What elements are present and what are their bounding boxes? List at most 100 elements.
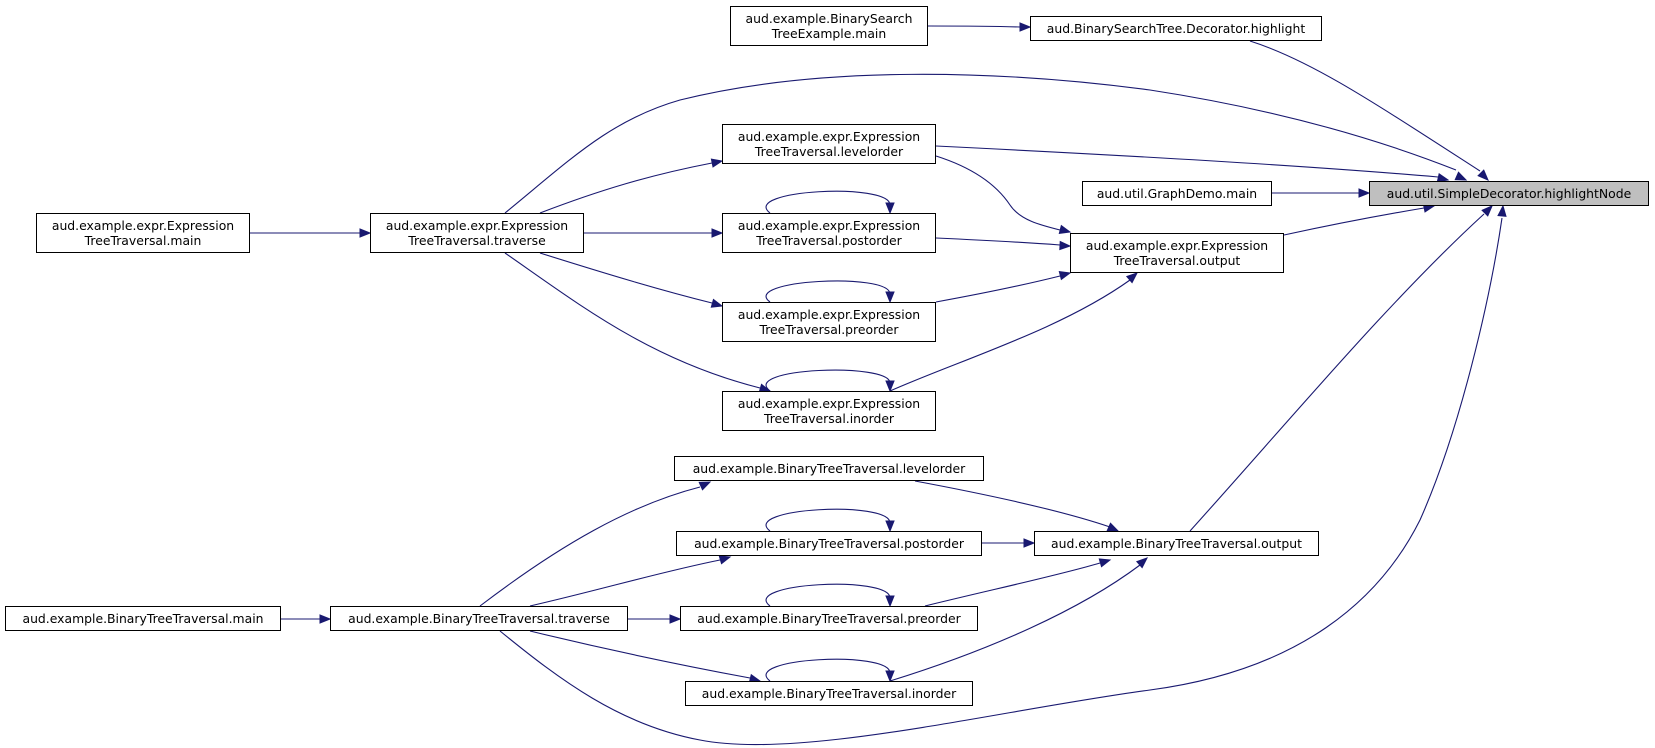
node-btt-traverse[interactable]: aud.example.BinaryTreeTraversal.traverse xyxy=(330,606,628,631)
edge-line xyxy=(935,237,1061,246)
edge-arrowhead xyxy=(1059,240,1072,251)
node-btt-inorder[interactable]: aud.example.BinaryTreeTraversal.inorder xyxy=(685,681,973,706)
edge-line xyxy=(529,559,721,607)
edge-line xyxy=(1283,207,1425,236)
edge-btt_traverse-to-btt_inorder xyxy=(529,630,762,684)
node-label-line: TreeTraversal.main xyxy=(84,233,202,248)
node-btt-preorder[interactable]: aud.example.BinaryTreeTraversal.preorder xyxy=(680,606,978,631)
edge-arrowhead xyxy=(1098,558,1112,568)
edge-arrowhead xyxy=(718,555,732,565)
edge-line xyxy=(765,190,891,214)
edge-arrowhead xyxy=(1477,169,1489,181)
edge-arrowhead xyxy=(885,595,895,608)
node-binary-search-tree-example-main[interactable]: aud.example.BinarySearch TreeExample.mai… xyxy=(730,6,928,46)
node-label-line: aud.util.SimpleDecorator.highlightNode xyxy=(1386,186,1632,201)
node-btt-levelorder[interactable]: aud.example.BinaryTreeTraversal.levelord… xyxy=(674,456,984,481)
edge-line xyxy=(765,280,891,303)
node-label-line: TreeExample.main xyxy=(771,26,887,41)
node-label-line: TreeTraversal.postorder xyxy=(756,233,902,248)
node-label-line: aud.example.BinaryTreeTraversal.preorder xyxy=(697,611,961,626)
edge-expr_levelorder-to-expr_output xyxy=(935,155,1072,234)
edge-line xyxy=(924,562,1101,607)
edge-line xyxy=(1249,40,1481,172)
node-btt-output[interactable]: aud.example.BinaryTreeTraversal.output xyxy=(1034,531,1319,556)
node-expr-inorder[interactable]: aud.example.expr.Expression TreeTraversa… xyxy=(722,391,936,431)
edge-arrowhead xyxy=(669,614,682,624)
edge-line xyxy=(504,73,1457,214)
node-expr-postorder[interactable]: aud.example.expr.Expression TreeTraversa… xyxy=(722,213,936,253)
edge-expr_output-to-highlightNode xyxy=(1283,203,1436,236)
node-graph-demo-main[interactable]: aud.util.GraphDemo.main xyxy=(1082,181,1272,206)
edge-line xyxy=(479,486,701,607)
node-simple-decorator-highlight-node[interactable]: aud.util.SimpleDecorator.highlightNode xyxy=(1369,181,1649,206)
edge-line xyxy=(765,658,891,682)
edge-expr_traverse-to-highlightNode xyxy=(504,73,1468,214)
node-expr-preorder[interactable]: aud.example.expr.Expression TreeTraversa… xyxy=(722,302,936,342)
edge-btt_traverse-to-btt_postorder xyxy=(529,555,732,607)
node-label-line: aud.example.expr.Expression xyxy=(737,129,921,144)
edge-arrowhead xyxy=(1481,205,1493,217)
edge-bst_example_main-to-bst_highlight xyxy=(927,22,1032,32)
edge-expr_postorder-to-expr_output xyxy=(935,237,1072,251)
edge-arrowhead xyxy=(885,202,895,215)
edge-arrowhead xyxy=(698,481,712,491)
node-expr-output[interactable]: aud.example.expr.Expression TreeTraversa… xyxy=(1070,233,1284,273)
edge-arrowhead xyxy=(710,298,724,308)
node-expr-levelorder[interactable]: aud.example.expr.Expression TreeTraversa… xyxy=(722,124,936,164)
edge-arrowhead xyxy=(319,614,332,624)
edge-arrowhead xyxy=(1358,188,1371,198)
edge-expr_postorder-to-expr_postorder xyxy=(765,190,895,215)
node-bst-decorator-highlight[interactable]: aud.BinarySearchTree.Decorator.highlight xyxy=(1030,16,1322,41)
edge-expr_main-to-expr_traverse xyxy=(250,228,372,238)
edge-expr_levelorder-to-highlightNode xyxy=(935,145,1450,183)
node-label-line: aud.example.expr.Expression xyxy=(385,218,569,233)
node-label-line: TreeTraversal.traverse xyxy=(408,233,546,248)
edge-arrowhead xyxy=(1436,173,1450,183)
node-label-line: aud.example.BinaryTreeTraversal.traverse xyxy=(348,611,610,626)
edge-btt_inorder-to-btt_inorder xyxy=(765,658,895,683)
node-expr-main[interactable]: aud.example.expr.Expression TreeTraversa… xyxy=(36,213,250,253)
edge-btt_levelorder-to-btt_output xyxy=(914,480,1120,532)
edge-arrowhead xyxy=(1023,538,1036,548)
edge-arrowhead xyxy=(1058,224,1072,234)
edge-expr_preorder-to-expr_preorder xyxy=(765,280,895,304)
node-label-line: aud.example.expr.Expression xyxy=(737,396,921,411)
edge-btt_preorder-to-btt_output xyxy=(924,558,1112,607)
edge-expr_traverse-to-expr_levelorder xyxy=(539,158,724,214)
edge-arrowhead xyxy=(1058,271,1072,281)
edge-line xyxy=(889,564,1141,682)
edge-expr_traverse-to-expr_postorder xyxy=(584,228,724,238)
edge-line xyxy=(889,279,1131,392)
edge-arrowhead xyxy=(1019,22,1032,32)
node-btt-postorder[interactable]: aud.example.BinaryTreeTraversal.postorde… xyxy=(676,531,982,556)
node-label-line: aud.example.expr.Expression xyxy=(51,218,235,233)
node-expr-traverse[interactable]: aud.example.expr.Expression TreeTraversa… xyxy=(370,213,584,253)
edge-line xyxy=(765,369,891,392)
node-label-line: aud.util.GraphDemo.main xyxy=(1096,186,1258,201)
edge-arrowhead xyxy=(885,380,895,393)
edge-line xyxy=(504,252,761,389)
edge-arrowhead xyxy=(885,291,895,304)
node-btt-main[interactable]: aud.example.BinaryTreeTraversal.main xyxy=(5,606,281,631)
edge-graphdemo_main-to-highlightNode xyxy=(1272,188,1371,198)
edge-line xyxy=(529,630,751,679)
edge-line xyxy=(765,508,891,532)
edge-arrowhead xyxy=(1125,272,1139,284)
edge-arrowhead xyxy=(885,670,895,683)
edge-expr_inorder-to-expr_output xyxy=(889,272,1139,392)
edge-line xyxy=(765,583,891,607)
edge-btt_postorder-to-btt_postorder xyxy=(765,508,895,533)
node-label-line: aud.example.BinaryTreeTraversal.levelord… xyxy=(692,461,966,476)
node-label-line: aud.example.expr.Expression xyxy=(737,307,921,322)
edge-line xyxy=(1189,213,1485,532)
edge-line xyxy=(539,252,713,304)
edge-expr_traverse-to-expr_preorder xyxy=(539,252,724,308)
node-label-line: TreeTraversal.inorder xyxy=(763,411,895,426)
edge-bst_highlight-to-highlightNode xyxy=(1249,40,1489,181)
edge-btt_inorder-to-btt_output xyxy=(889,557,1149,682)
edge-line xyxy=(539,162,713,214)
node-label-line: aud.example.BinaryTreeTraversal.main xyxy=(22,611,264,626)
edge-btt_preorder-to-btt_preorder xyxy=(765,583,895,608)
